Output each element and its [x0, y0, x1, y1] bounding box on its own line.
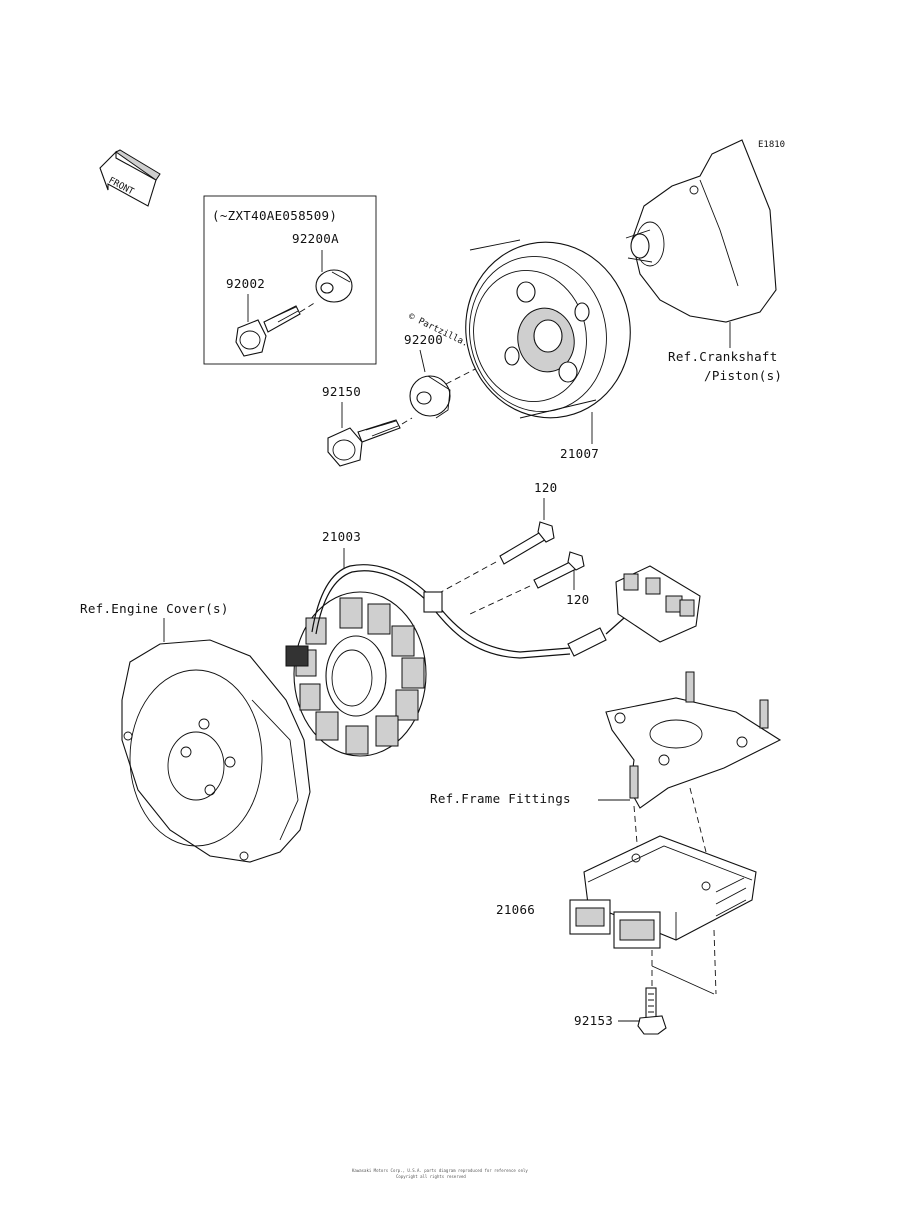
label-120-mid: 120: [566, 592, 589, 607]
ref-crankshaft-line2: /Piston(s): [704, 368, 782, 383]
footer-line1: Kawasaki Motors Corp., U.S.A. parts diag…: [352, 1168, 528, 1173]
ref-frame-fittings: Ref.Frame Fittings: [430, 791, 571, 806]
label-21003: 21003: [322, 529, 361, 544]
stator-21003: [285, 591, 427, 757]
flywheel-rotor-21007: [465, 239, 631, 419]
bolt-92002: [235, 305, 301, 357]
frame-fittings-ref: [605, 671, 782, 809]
stator-connector: [615, 565, 701, 643]
ref-engine-cover: Ref.Engine Cover(s): [80, 601, 229, 616]
label-92150: 92150: [322, 384, 361, 399]
front-arrow-icon: FRONT: [99, 149, 161, 207]
crankshaft-ref: [625, 139, 777, 323]
label-120-top: 120: [534, 480, 557, 495]
washer-92200: [409, 375, 451, 419]
engine-cover-ref: [121, 639, 311, 863]
ref-crankshaft-line1: Ref.Crankshaft: [668, 349, 778, 364]
stator-wire-harness: [311, 564, 625, 659]
label-21007: 21007: [560, 446, 599, 461]
label-92153: 92153: [574, 1013, 613, 1028]
label-92200: 92200: [404, 332, 443, 347]
label-92002: 92002: [226, 276, 265, 291]
bolt-120-mid: [533, 551, 585, 589]
variant-box: [203, 195, 377, 365]
label-21066: 21066: [496, 902, 535, 917]
washer-92200A: [315, 269, 353, 303]
bolt-92150: [327, 419, 401, 467]
regulator-21066: [569, 835, 757, 949]
variant-box-label: (~ZXT40AE058509): [212, 208, 337, 223]
bolt-92153: [637, 987, 667, 1035]
label-92200A: 92200A: [292, 231, 339, 246]
bolt-120-top: [499, 521, 555, 565]
diagram-code: E1810: [758, 140, 785, 150]
footer-line2: Copyright all rights reserved: [396, 1174, 466, 1179]
